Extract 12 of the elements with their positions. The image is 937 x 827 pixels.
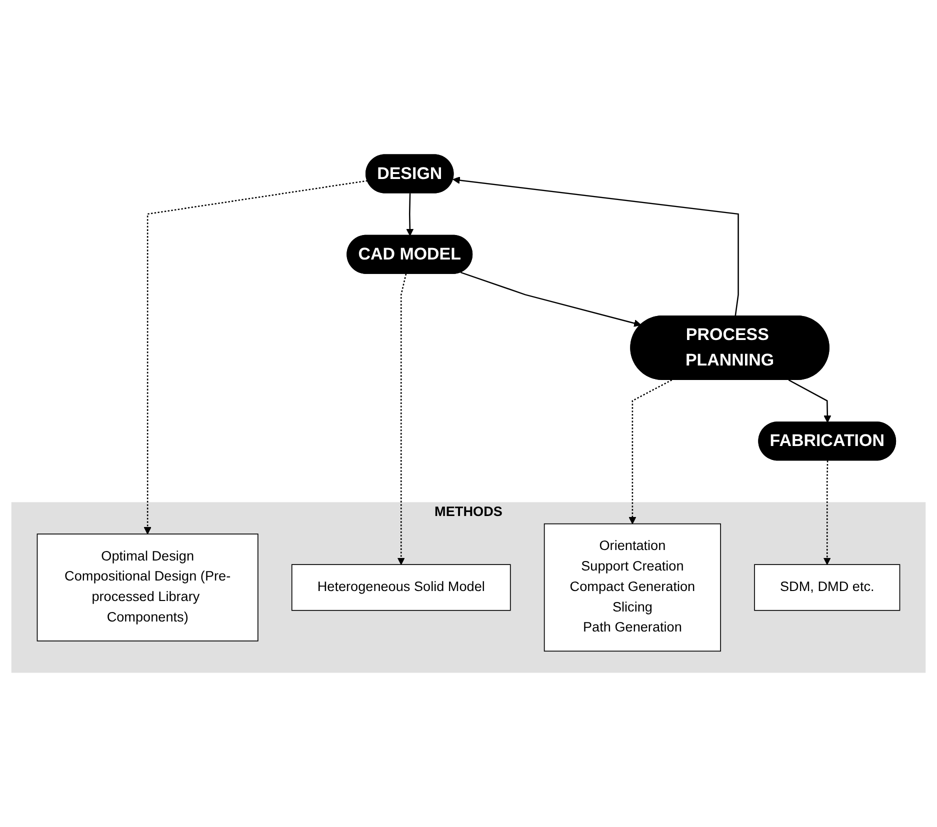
node-box: Orientation Support Creation Compact Generation Slicing Path Generation (544, 523, 721, 652)
node-box: Optimal Design Compositional Design (Pre-processed Library Components) (36, 534, 258, 642)
arrow (406, 193, 414, 236)
node-box: SDM, DMD etc. (754, 564, 900, 611)
arrow (823, 460, 831, 565)
arrow (144, 180, 368, 534)
arrow (397, 274, 407, 565)
arrow (452, 176, 739, 316)
node-box: Heterogeneous Solid Model (291, 564, 511, 611)
arrow (628, 379, 672, 524)
arrow (460, 272, 642, 327)
arrow (788, 379, 832, 423)
